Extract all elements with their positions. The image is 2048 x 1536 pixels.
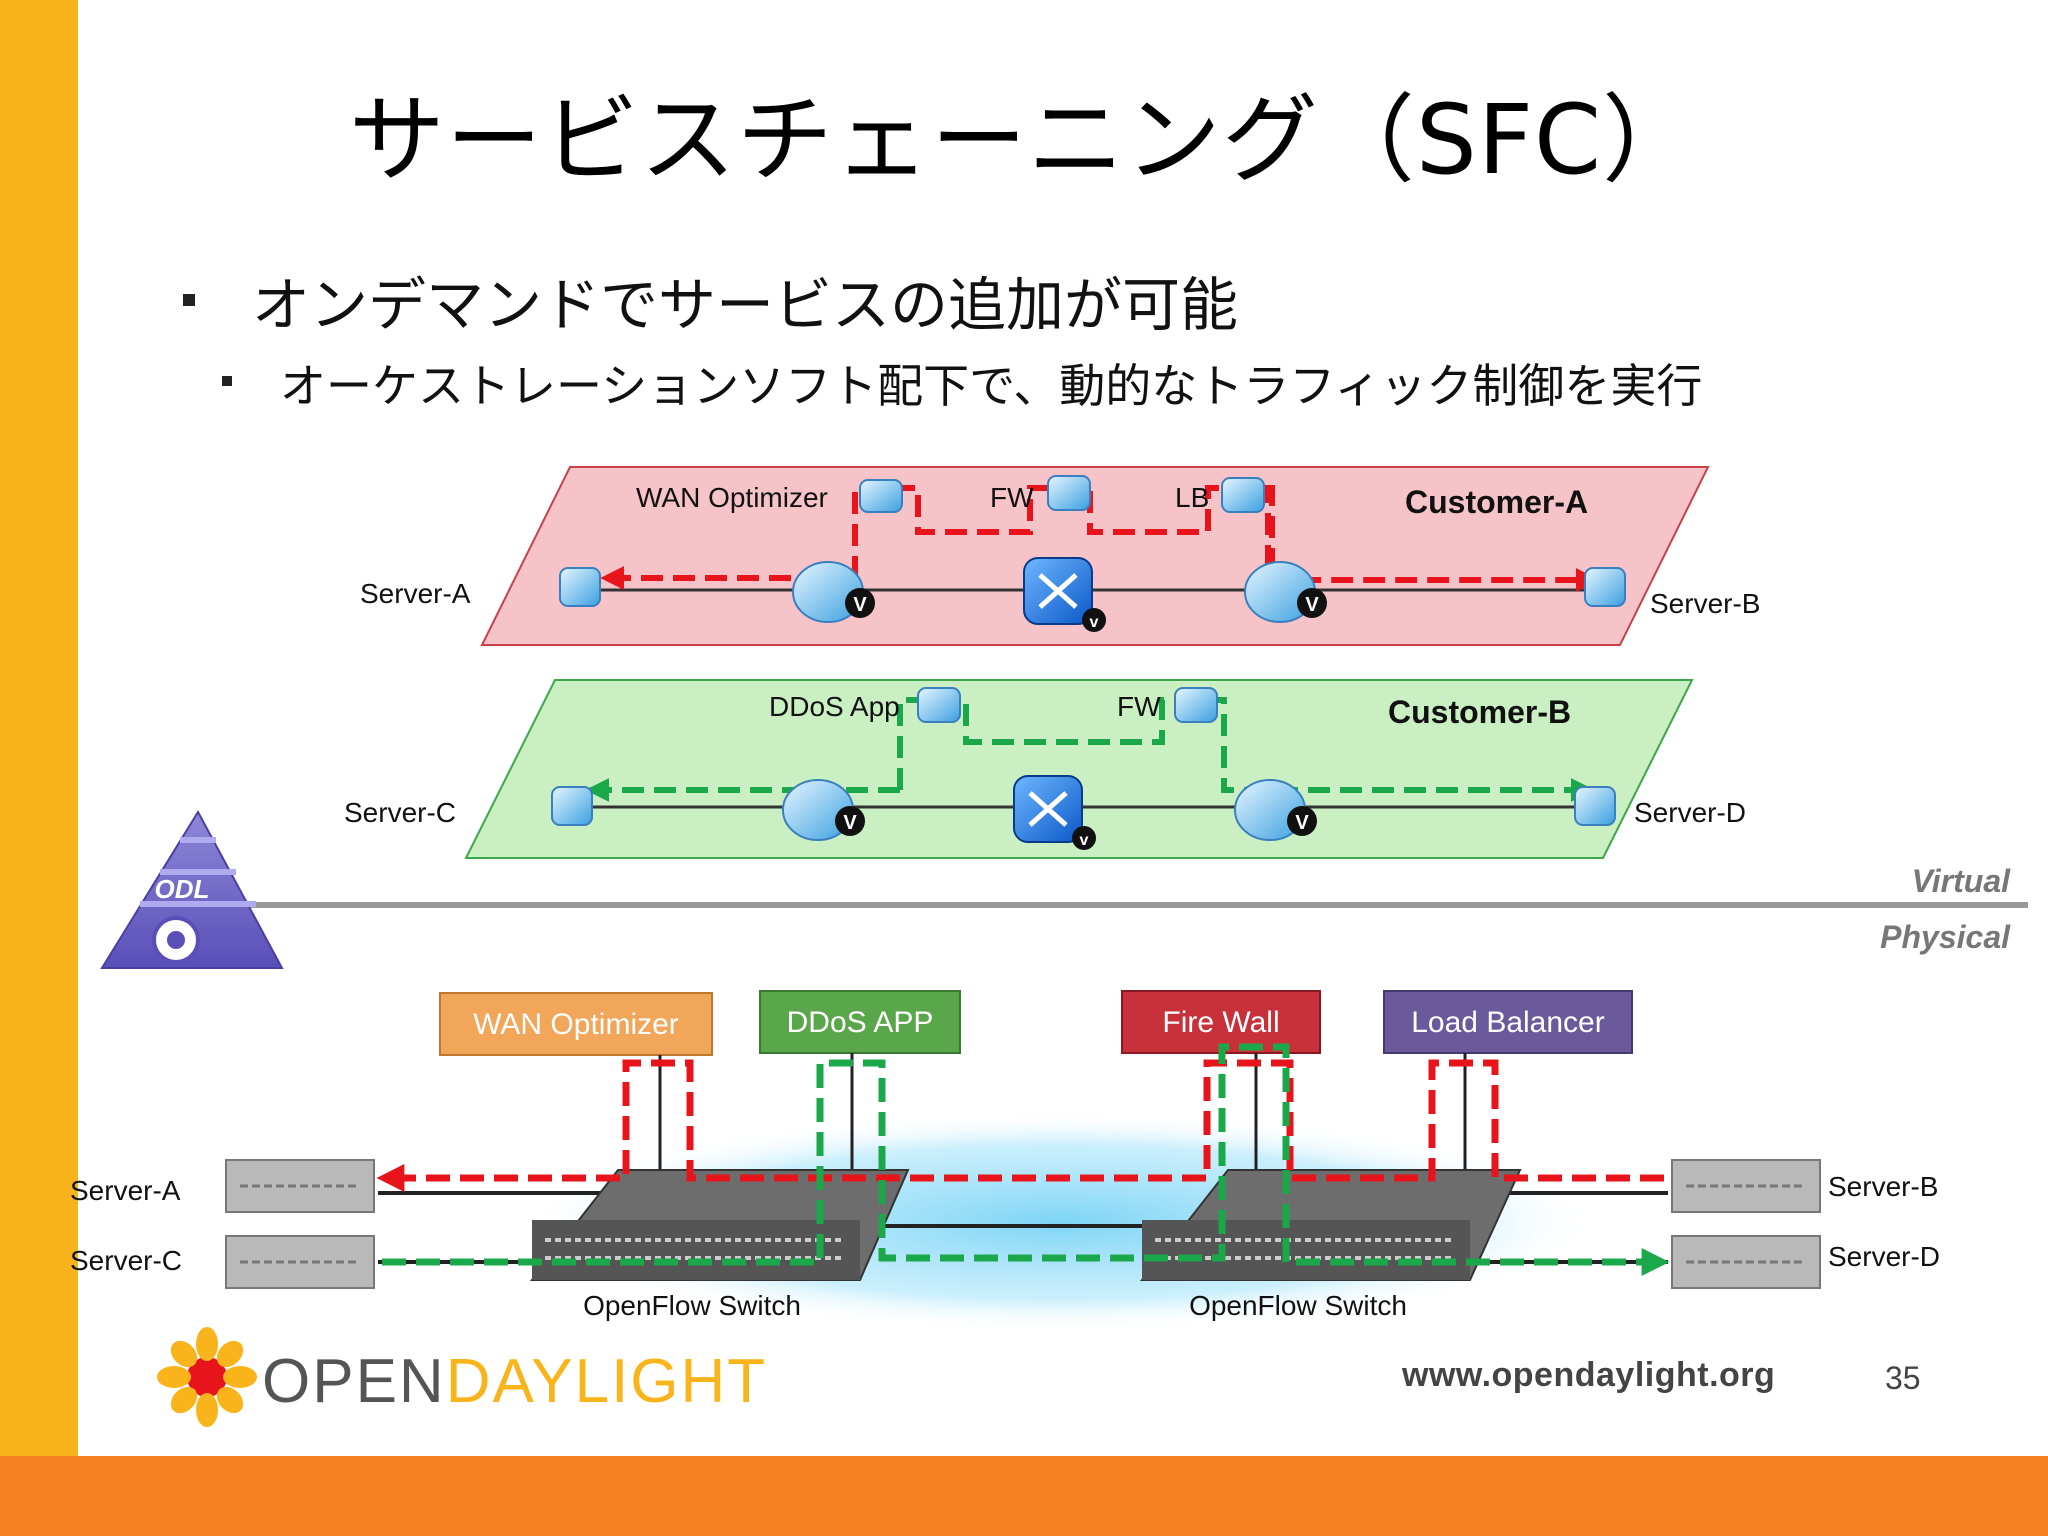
vm-fw-icon <box>1047 475 1091 511</box>
vm-badge: V <box>1305 594 1319 616</box>
vm-badge-small: v <box>1090 614 1099 631</box>
vm-server-a-icon <box>559 567 601 607</box>
vswitch-a-left-icon <box>792 561 875 623</box>
vswitch-a-right-icon <box>1244 561 1327 623</box>
server-b-virtual-label: Server-B <box>1650 588 1760 619</box>
vm-lb-icon <box>1221 477 1265 513</box>
openflow-switch-right-label: OpenFlow Switch <box>1189 1290 1407 1321</box>
svg-text:Load Balancer: Load Balancer <box>1411 1006 1604 1039</box>
svg-text:WAN Optimizer: WAN Optimizer <box>473 1008 679 1041</box>
physical-path-green <box>382 1043 1670 1276</box>
service-label-ddos-app: DDoS App <box>769 691 900 722</box>
customer-a-label: Customer-A <box>1405 484 1588 520</box>
slide-title: サービスチェーニング（SFC） <box>348 84 1700 196</box>
vm-server-c-icon <box>551 786 593 826</box>
vm-server-d-icon <box>1574 786 1616 826</box>
left-accent-bar <box>0 0 78 1456</box>
server-a-rack-icon <box>225 1159 375 1213</box>
customer-a-path-services <box>852 485 1271 578</box>
page-number: 35 <box>1885 1360 1921 1396</box>
vm-badge-small: v <box>1080 832 1089 849</box>
vm-badge: V <box>853 594 867 616</box>
service-label-fw: FW <box>990 482 1034 513</box>
server-c-physical-label: Server-C <box>70 1245 182 1276</box>
server-b-physical-label: Server-B <box>1828 1171 1938 1202</box>
virtual-label: Virtual <box>1912 863 2012 899</box>
appliance-ddos-app: DDoS APP <box>759 990 961 1054</box>
logo-text-open: OPEN <box>262 1347 446 1416</box>
vswitch-b-right-icon <box>1234 779 1317 841</box>
server-a-virtual-label: Server-A <box>360 578 471 609</box>
server-a-physical-label: Server-A <box>70 1175 181 1206</box>
service-label-lb: LB <box>1175 482 1209 513</box>
vm-ddos-app-icon <box>917 687 961 723</box>
vswitch-b-left-icon <box>782 779 865 841</box>
physical-label: Physical <box>1880 919 2011 955</box>
vm-server-b-icon <box>1584 567 1626 607</box>
server-b-rack-icon <box>1671 1159 1821 1213</box>
bullet-level-1: オンデマンドでサービスの追加が可能 <box>252 271 1239 339</box>
customer-b-plane <box>464 679 1694 859</box>
server-c-rack-icon <box>225 1235 375 1289</box>
opendaylight-logo-text: OPENDAYLIGHT <box>262 1346 767 1417</box>
server-d-rack-icon <box>1671 1235 1821 1289</box>
bullet-square-icon <box>222 376 232 386</box>
router-a-icon <box>1023 557 1106 632</box>
vm-badge: V <box>843 812 857 834</box>
appliance-wan-optimizer: WAN Optimizer <box>439 992 713 1056</box>
svg-text:DDoS APP: DDoS APP <box>787 1006 934 1039</box>
bullet-square-icon <box>183 294 195 306</box>
customer-b-label: Customer-B <box>1388 694 1571 730</box>
appliance-fire-wall: Fire Wall <box>1121 990 1321 1054</box>
server-d-virtual-label: Server-D <box>1634 797 1746 828</box>
odl-controller-pyramid-icon <box>100 809 284 969</box>
opendaylight-logo-icon <box>157 1327 257 1427</box>
server-c-virtual-label: Server-C <box>344 797 456 828</box>
logo-text-daylight: DAYLIGHT <box>445 1347 768 1416</box>
bottom-accent-bar <box>0 1456 2048 1536</box>
vm-fw-b-icon <box>1174 687 1218 723</box>
server-d-physical-label: Server-D <box>1828 1241 1940 1272</box>
service-label-wan-optimizer: WAN Optimizer <box>636 482 828 513</box>
vm-wan-optimizer-icon <box>859 479 903 513</box>
physical-path-red <box>376 1059 1664 1192</box>
service-label-fw-b: FW <box>1117 691 1161 722</box>
website-url: www.opendaylight.org <box>1402 1356 1776 1394</box>
odl-label: ODL <box>155 874 210 904</box>
vm-badge: V <box>1295 812 1309 834</box>
svg-text:Fire Wall: Fire Wall <box>1162 1006 1279 1039</box>
bullet-level-2: オーケストレーションソフト配下で、動的なトラフィック制御を実行 <box>280 359 1703 413</box>
customer-a-plane <box>480 466 1710 646</box>
openflow-switch-left-label: OpenFlow Switch <box>583 1290 801 1321</box>
router-b-icon <box>1013 775 1096 850</box>
appliance-load-balancer: Load Balancer <box>1383 990 1633 1054</box>
